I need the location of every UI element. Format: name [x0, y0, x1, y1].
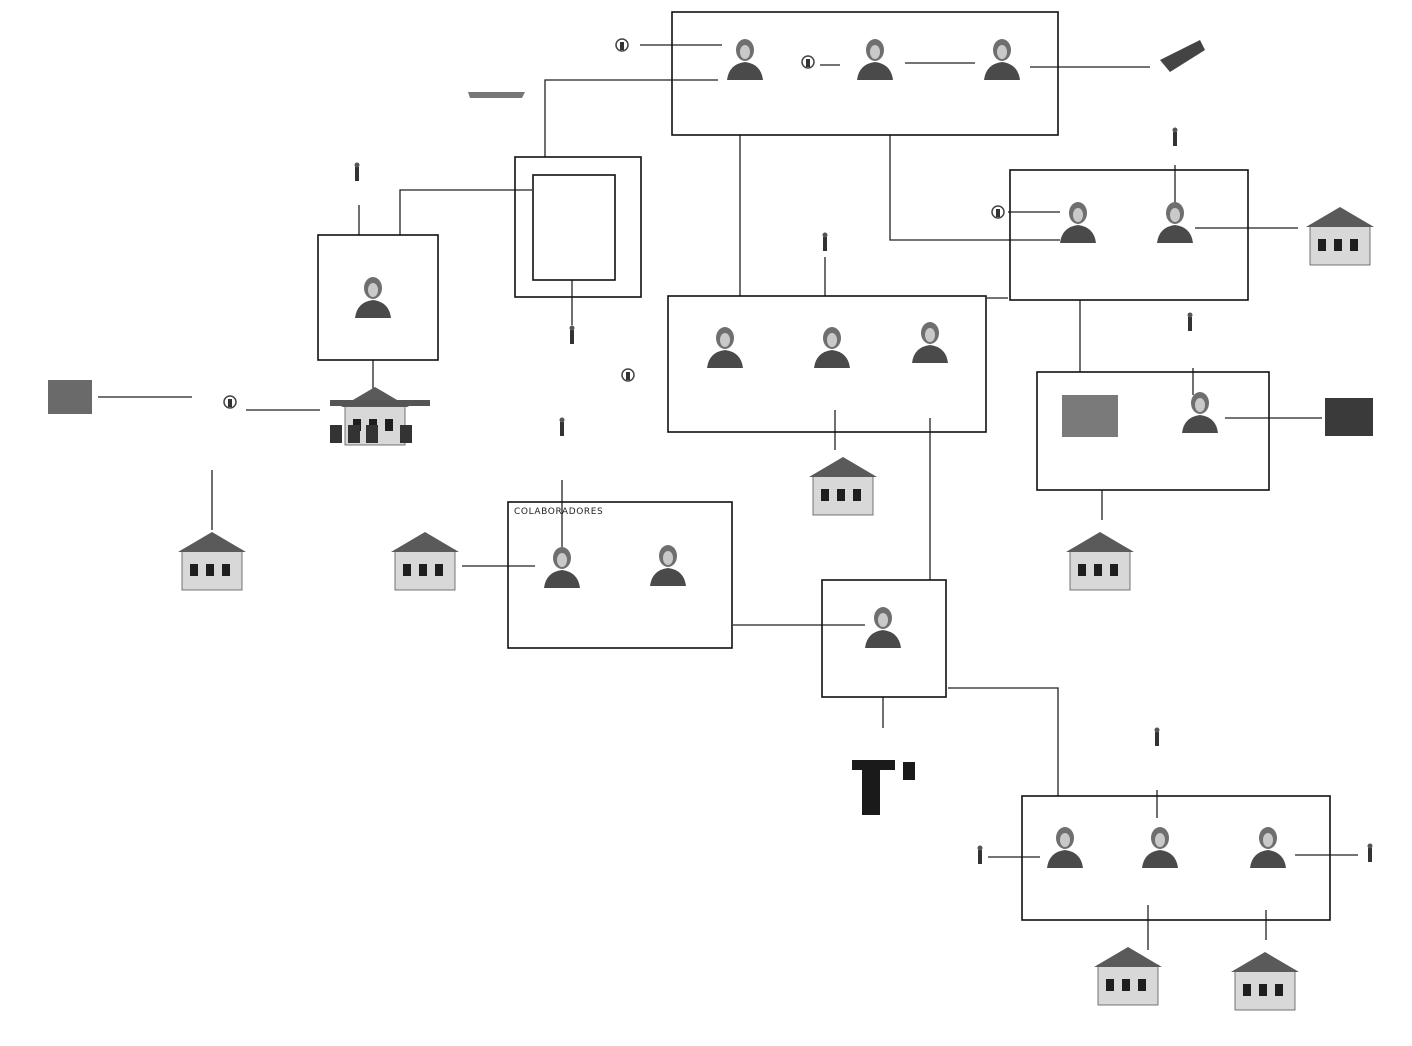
connector-lines [98, 44, 1358, 950]
group-box-top [671, 11, 1059, 136]
machine-photo-icon [1160, 40, 1205, 72]
person-portrait-icon [865, 607, 901, 648]
person-portrait-icon [814, 327, 850, 368]
connector [544, 79, 718, 157]
group-box-central-small [821, 579, 947, 698]
connector [399, 189, 532, 235]
machine-photo-icon [903, 762, 915, 780]
person-portrait-icon [707, 327, 743, 368]
person-portrait-icon [1047, 827, 1083, 868]
building-photo-icon [390, 531, 460, 591]
small-figure-icon [1172, 127, 1178, 146]
small-figure-icon [621, 368, 635, 382]
person-portrait-icon [1157, 202, 1193, 243]
small-figure-icon [400, 425, 412, 443]
building-photo-icon [1230, 951, 1300, 1011]
group-box-bottom-right [1021, 795, 1331, 921]
building-photo-icon [177, 531, 247, 591]
person-portrait-icon [912, 322, 948, 363]
person-portrait-icon [650, 545, 686, 586]
group-box-right-upper [1009, 169, 1249, 301]
group-box-collaborators: COLABORADORES [507, 501, 733, 649]
machine-photo-icon [852, 760, 895, 815]
group-box-middle [667, 295, 987, 433]
building-photo-icon [1065, 531, 1135, 591]
connector [948, 687, 1059, 796]
building-photo-icon [1305, 206, 1375, 266]
building-photo-icon [1093, 946, 1163, 1006]
small-figure-icon [559, 417, 565, 436]
small-figure-icon [822, 232, 828, 251]
machine-photo-icon [48, 380, 92, 414]
small-figure-icon [223, 395, 237, 409]
small-figure-icon [991, 205, 1005, 219]
small-figure-icon [1367, 843, 1373, 862]
small-figure-icon [354, 162, 360, 181]
machine-photo-icon [1325, 398, 1373, 436]
small-figure-icon [615, 38, 629, 52]
small-figure-icon [1154, 727, 1160, 746]
person-portrait-icon [355, 277, 391, 318]
small-figure-icon [801, 55, 815, 69]
small-figure-icon [330, 425, 342, 443]
small-figure-icon [348, 425, 360, 443]
small-figure-icon [569, 325, 575, 344]
small-markers [223, 38, 1373, 864]
person-portrait-icon [1060, 202, 1096, 243]
group-box-right-lower [1036, 371, 1270, 491]
person-portrait-icon [984, 39, 1020, 80]
person-portrait-icon [544, 547, 580, 588]
outer-images [48, 40, 1375, 1011]
machine-photo-icon [1062, 395, 1118, 437]
person-portrait-icon [1142, 827, 1178, 868]
person-portrait-icon [1182, 392, 1218, 433]
collaborators-label: COLABORADORES [514, 507, 603, 517]
group-box-document [514, 156, 642, 298]
small-figure-icon [468, 92, 525, 98]
connector [889, 135, 1060, 241]
person-portrait-icon [857, 39, 893, 80]
small-figure-icon [366, 425, 378, 443]
person-portrait-icon [727, 39, 763, 80]
small-figure-icon [977, 845, 983, 864]
building-photo-icon [808, 456, 878, 516]
small-figure-icon [330, 400, 430, 406]
group-box-left-person [317, 234, 439, 361]
small-figure-icon [1187, 312, 1193, 331]
person-portrait-icon [1250, 827, 1286, 868]
